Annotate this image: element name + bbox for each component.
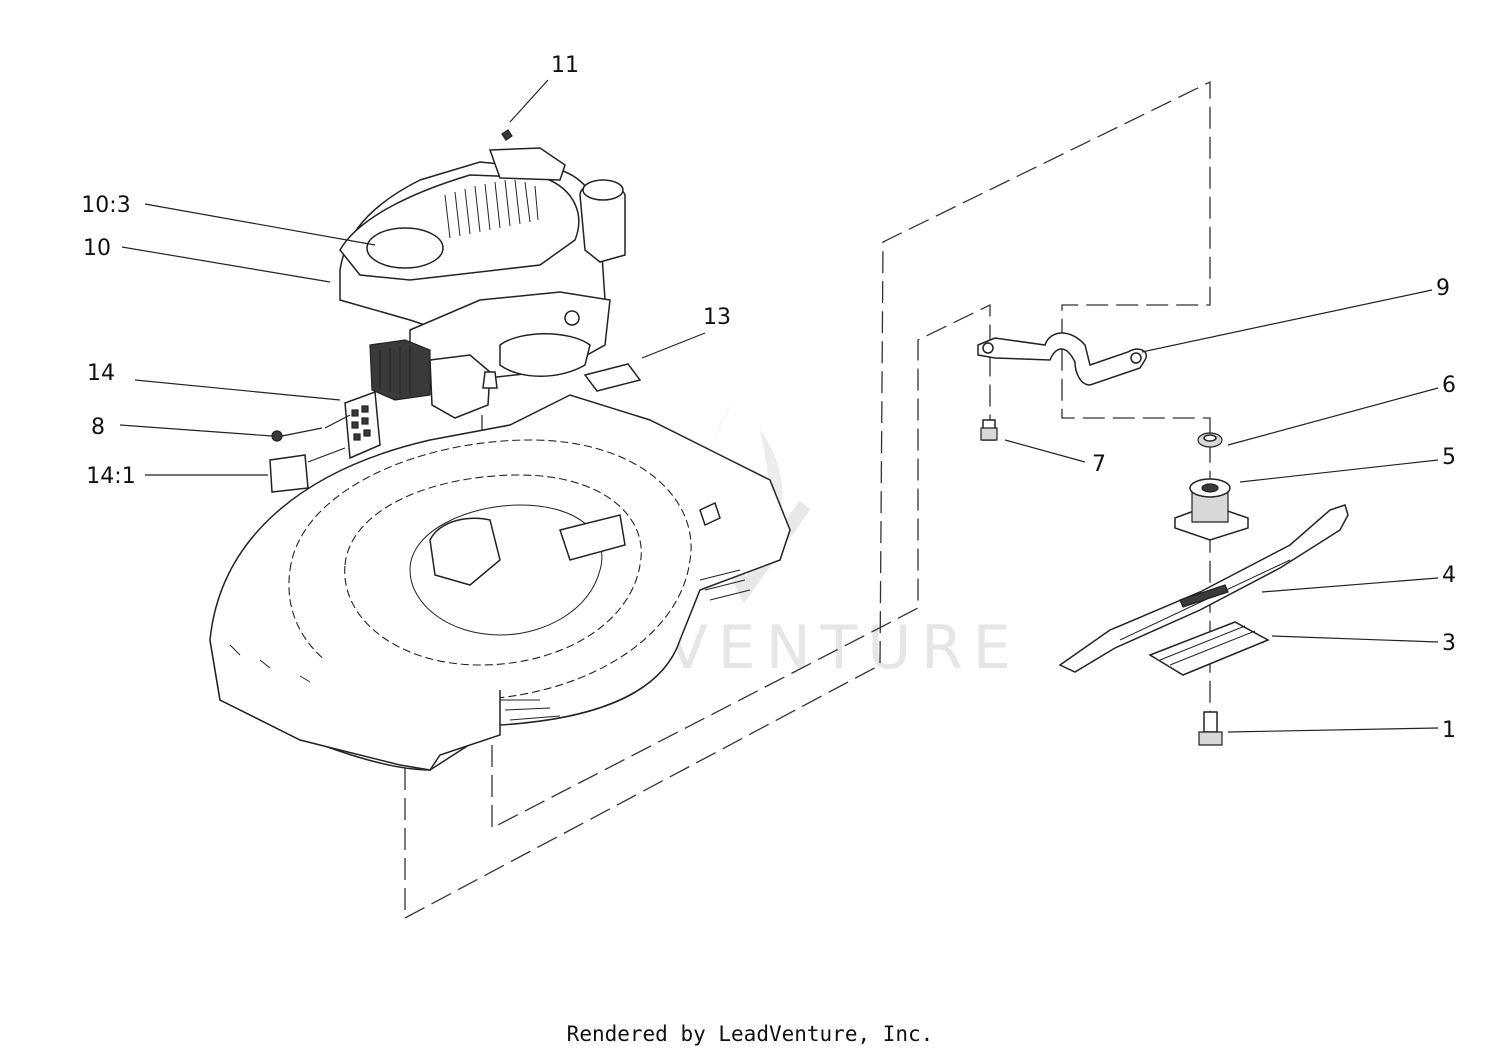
callout-14-1: 14:1 xyxy=(86,464,135,489)
callout-14: 14 xyxy=(87,361,115,386)
callout-7: 7 xyxy=(1092,452,1106,477)
footer-credit: Rendered by LeadVenture, Inc. xyxy=(566,1022,934,1046)
callout-11: 11 xyxy=(551,53,579,78)
callout-6: 6 xyxy=(1442,373,1456,398)
blade xyxy=(1058,504,1349,673)
callout-9: 9 xyxy=(1436,276,1450,301)
callout-8: 8 xyxy=(91,415,105,440)
washer xyxy=(1197,432,1223,448)
blade-bolt xyxy=(1198,711,1223,746)
leader-lines xyxy=(119,79,1439,733)
heat-shield xyxy=(269,390,381,493)
callout-4: 4 xyxy=(1442,563,1456,588)
mower-deck xyxy=(209,394,791,771)
callout-13: 13 xyxy=(703,305,731,330)
baffle xyxy=(977,332,1147,386)
engine xyxy=(339,129,626,419)
baffle-bolt xyxy=(980,419,998,441)
callout-10-3: 10:3 xyxy=(81,193,130,218)
callout-3: 3 xyxy=(1442,631,1456,656)
callout-1: 1 xyxy=(1442,718,1456,743)
callouts: 11 10:3 10 13 14 8 14:1 9 6 7 5 4 3 1 xyxy=(81,53,1456,743)
callout-5: 5 xyxy=(1442,445,1456,470)
callout-10: 10 xyxy=(83,236,111,261)
blade-adapter xyxy=(1174,478,1249,541)
blade-stiffener xyxy=(1148,621,1270,676)
decal-13 xyxy=(583,363,642,392)
